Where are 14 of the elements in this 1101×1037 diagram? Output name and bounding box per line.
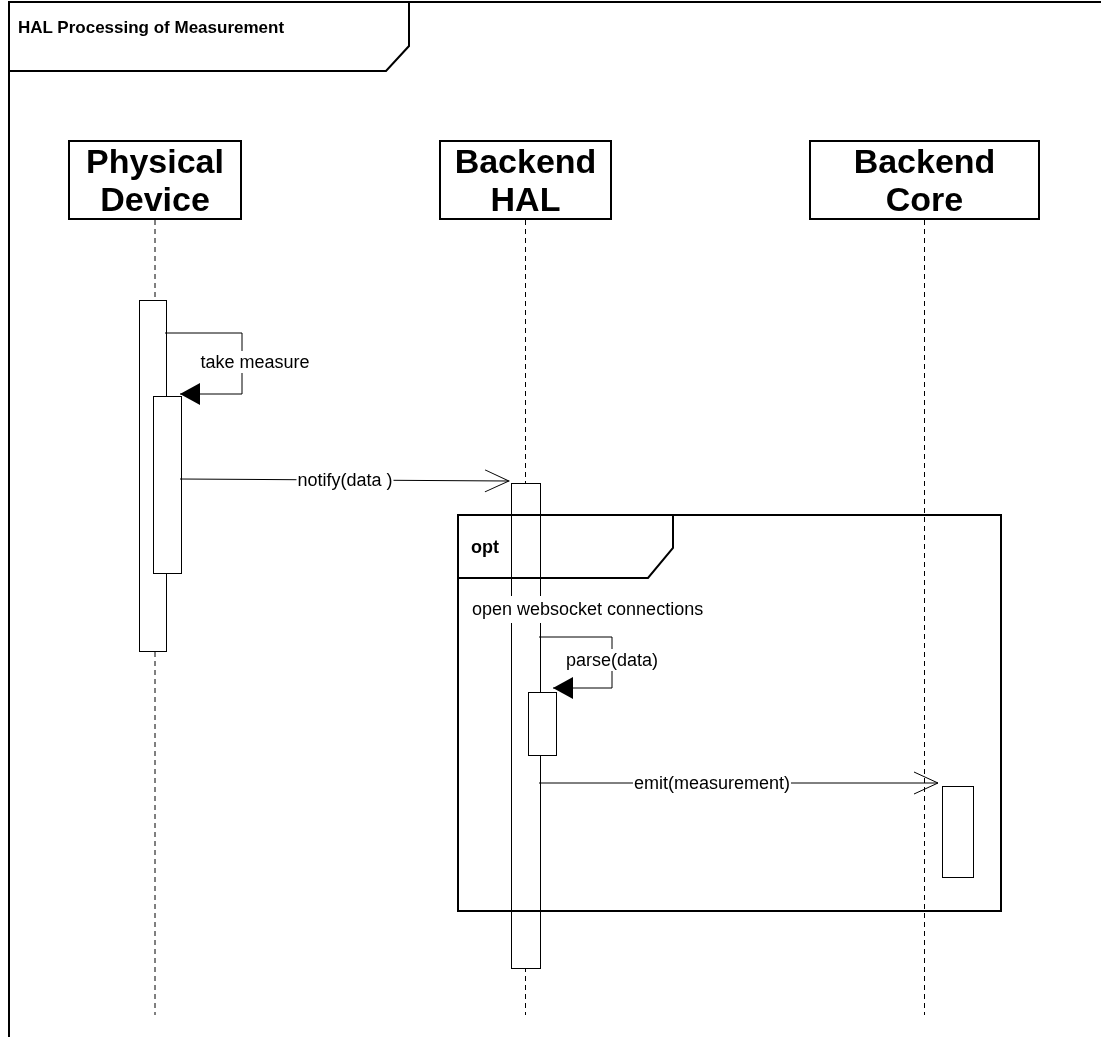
guard-condition: open websocket connections bbox=[470, 596, 706, 623]
message-label: take measure bbox=[199, 351, 311, 373]
participant-box: Physical Device bbox=[68, 140, 242, 220]
message-label: parse(data) bbox=[564, 649, 660, 671]
self-message-arrow bbox=[164, 332, 243, 405]
participant-box: Backend HAL bbox=[439, 140, 612, 220]
activation-bar bbox=[528, 692, 557, 756]
diagram-frame bbox=[8, 1, 1101, 1037]
participant-box: Backend Core bbox=[809, 140, 1040, 220]
self-message-arrow bbox=[538, 636, 613, 699]
activation-bar bbox=[153, 396, 182, 574]
fragment-operator: opt bbox=[471, 536, 499, 559]
activation-bar bbox=[942, 786, 974, 878]
frame-title: HAL Processing of Measurement bbox=[18, 17, 285, 39]
